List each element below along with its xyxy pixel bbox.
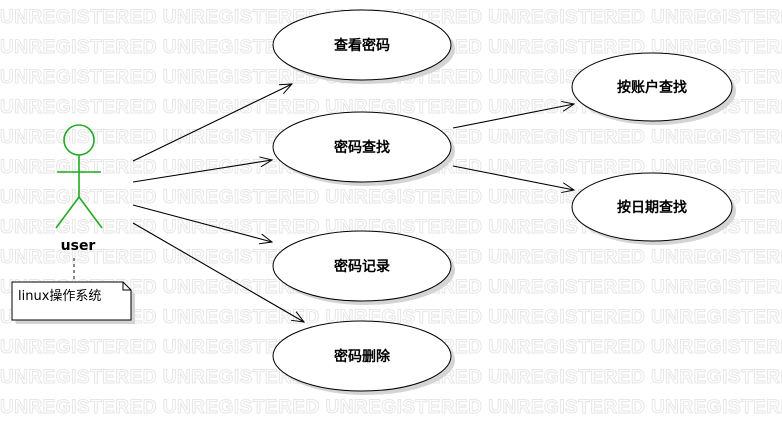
usecase-ellipse (272, 230, 452, 302)
actor-label: user (61, 238, 96, 254)
arrow-find-by-account (452, 104, 574, 129)
usecase-ellipse (272, 111, 452, 183)
usecase-view-password[interactable]: 查看密码 (272, 9, 455, 84)
note-fold (122, 282, 131, 291)
usecase-delete-password[interactable]: 密码删除 (272, 320, 455, 395)
arrow-user-find-password (132, 160, 272, 183)
note[interactable]: linux操作系统 (11, 281, 135, 324)
usecase-ellipse (571, 52, 733, 122)
usecase-find-by-account[interactable]: 按账户查找 (571, 52, 736, 125)
associations (132, 84, 574, 322)
usecase-label: 密码记录 (333, 258, 390, 275)
usecase-label: 按日期查找 (617, 199, 687, 216)
arrow-user-view-password (132, 84, 292, 162)
usecase-find-password[interactable]: 密码查找 (272, 111, 455, 186)
arrow-user-password-record (132, 204, 272, 242)
arrow-find-by-date (452, 165, 574, 190)
usecase-find-by-date[interactable]: 按日期查找 (571, 172, 736, 245)
note-text: linux操作系统 (18, 288, 101, 304)
usecase-label: 查看密码 (334, 37, 390, 54)
usecase-ellipse (571, 172, 733, 242)
usecase-ellipse (272, 9, 452, 81)
usecase-ellipse (272, 320, 452, 392)
usecase-label: 密码删除 (333, 348, 391, 365)
stick-figure-icon (55, 124, 103, 229)
usecase-label: 按账户查找 (617, 79, 687, 96)
actor-user[interactable]: user (55, 124, 103, 254)
usecase-password-record[interactable]: 密码记录 (272, 230, 455, 305)
note-shape (11, 281, 132, 321)
usecase-label: 密码查找 (333, 139, 390, 156)
arrow-user-delete-password (132, 222, 304, 322)
